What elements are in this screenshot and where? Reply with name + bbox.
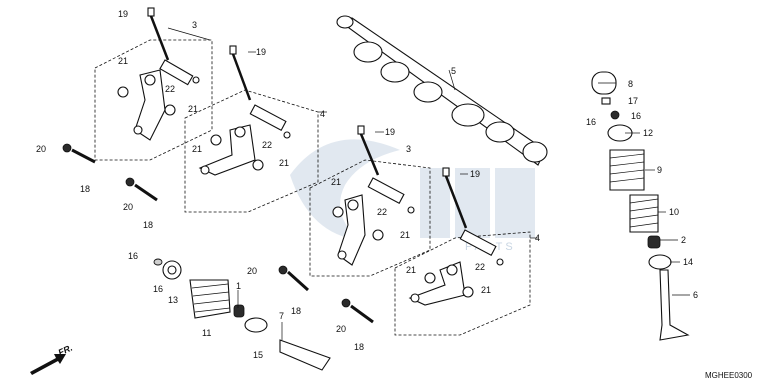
- part-label: 19: [118, 9, 128, 19]
- leader-lines: [167, 27, 690, 340]
- valve-train-left: [153, 258, 331, 371]
- part-label: 3: [406, 144, 411, 154]
- part-label: 22: [475, 262, 485, 272]
- part-label: 13: [168, 295, 178, 305]
- part-label: 2: [681, 235, 686, 245]
- part-label: 19: [385, 127, 395, 137]
- part-label: 10: [669, 207, 679, 217]
- part-label: 15: [253, 350, 263, 360]
- bolts: [147, 7, 468, 229]
- assembly-box-right: [394, 231, 531, 336]
- part-label: 19: [256, 47, 266, 57]
- part-label: 21: [188, 104, 198, 114]
- valve-train-right: [591, 71, 690, 341]
- part-label: 20: [336, 324, 346, 334]
- rocker-arm-left-middle: [198, 104, 291, 176]
- part-label: 17: [628, 96, 638, 106]
- part-label: 21: [406, 265, 416, 275]
- part-label: 19: [470, 169, 480, 179]
- part-label: 20: [247, 266, 257, 276]
- part-label: 12: [643, 128, 653, 138]
- part-label: 16: [631, 111, 641, 121]
- part-label: 11: [202, 328, 211, 338]
- part-label: 1: [236, 281, 241, 291]
- part-label: 22: [165, 84, 175, 94]
- camshaft: [336, 15, 548, 166]
- part-label: 18: [291, 306, 301, 316]
- part-label: 22: [377, 207, 387, 217]
- part-label: 7: [279, 311, 284, 321]
- assembly-box-left-upper: [94, 39, 213, 161]
- adjusters: [62, 143, 374, 324]
- part-label: 9: [657, 165, 662, 175]
- watermark: PARTS: [290, 139, 535, 253]
- part-label: 18: [354, 342, 364, 352]
- part-label: 20: [36, 144, 46, 154]
- part-label: 20: [123, 202, 133, 212]
- part-label: 21: [279, 158, 289, 168]
- part-label: 21: [331, 177, 341, 187]
- part-label: 16: [586, 117, 596, 127]
- part-label: 21: [118, 56, 128, 66]
- part-label: 21: [481, 285, 491, 295]
- part-label: 4: [320, 109, 325, 119]
- front-direction-arrow-icon: [30, 354, 66, 375]
- front-direction-label: FR.: [57, 343, 74, 358]
- rocker-arm-left-upper: [117, 59, 200, 141]
- part-label: 18: [80, 184, 90, 194]
- part-label: 21: [400, 230, 410, 240]
- part-label: 18: [143, 220, 153, 230]
- part-label: 14: [683, 257, 693, 267]
- part-label: 4: [535, 233, 540, 243]
- rocker-arm-right: [408, 229, 504, 306]
- part-label: 5: [451, 66, 456, 76]
- part-label: 16: [128, 251, 138, 261]
- rocker-arm-center: [332, 177, 415, 266]
- front-direction-indicator: FR.: [30, 343, 74, 375]
- part-label: 6: [693, 290, 698, 300]
- part-label: 3: [192, 20, 197, 30]
- part-label: 16: [153, 284, 163, 294]
- part-label: 21: [192, 144, 202, 154]
- reference-code: MGHEE0300: [705, 371, 753, 380]
- part-label: 8: [628, 79, 633, 89]
- part-number-labels: 19 3 21 22 21 20 18 19 4 21 22 21 20 18 …: [36, 9, 698, 360]
- part-label: 22: [262, 140, 272, 150]
- assembly-box-center: [309, 159, 431, 277]
